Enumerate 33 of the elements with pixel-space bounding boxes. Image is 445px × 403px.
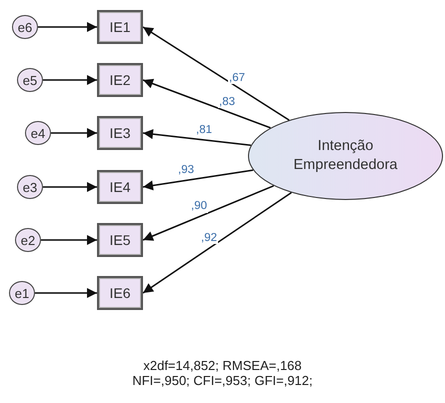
- arrow: [43, 182, 97, 192]
- error-circle: e2: [15, 228, 41, 252]
- variable-box: IE1: [97, 10, 143, 44]
- edge-label: ,67: [228, 72, 246, 84]
- arrow: [142, 169, 254, 190]
- error-circle: e6: [12, 15, 38, 39]
- arrow: [142, 129, 252, 146]
- variable-box: IE5: [97, 223, 143, 257]
- arrow: [142, 192, 292, 294]
- variable-box: IE6: [97, 276, 143, 310]
- edge-label: ,83: [218, 96, 236, 108]
- error-circle: e4: [25, 121, 51, 145]
- arrow: [142, 26, 290, 121]
- arrow: [142, 185, 274, 241]
- latent-ellipse: Intenção Empreendedora: [248, 112, 443, 200]
- edge-label: ,90: [190, 201, 208, 213]
- fit-statistics: x2df=14,852; RMSEA=,168: [142, 358, 303, 373]
- arrow: [142, 78, 271, 129]
- error-circle: e1: [9, 281, 35, 305]
- variable-box: IE2: [97, 63, 143, 97]
- error-circle: e5: [17, 68, 43, 92]
- error-circle: e3: [17, 175, 43, 199]
- fit-statistics: NFI=,950; CFI=,953; GFI=,912;: [131, 373, 314, 388]
- variable-box: IE3: [97, 116, 143, 150]
- edge-label: ,81: [195, 125, 213, 137]
- arrow: [41, 235, 97, 245]
- variable-box: IE4: [97, 170, 143, 204]
- arrow: [35, 288, 97, 298]
- arrow: [43, 75, 97, 85]
- arrow: [51, 128, 97, 138]
- edge-label: ,93: [177, 165, 195, 177]
- edge-label: ,92: [200, 232, 218, 244]
- arrow: [38, 22, 97, 32]
